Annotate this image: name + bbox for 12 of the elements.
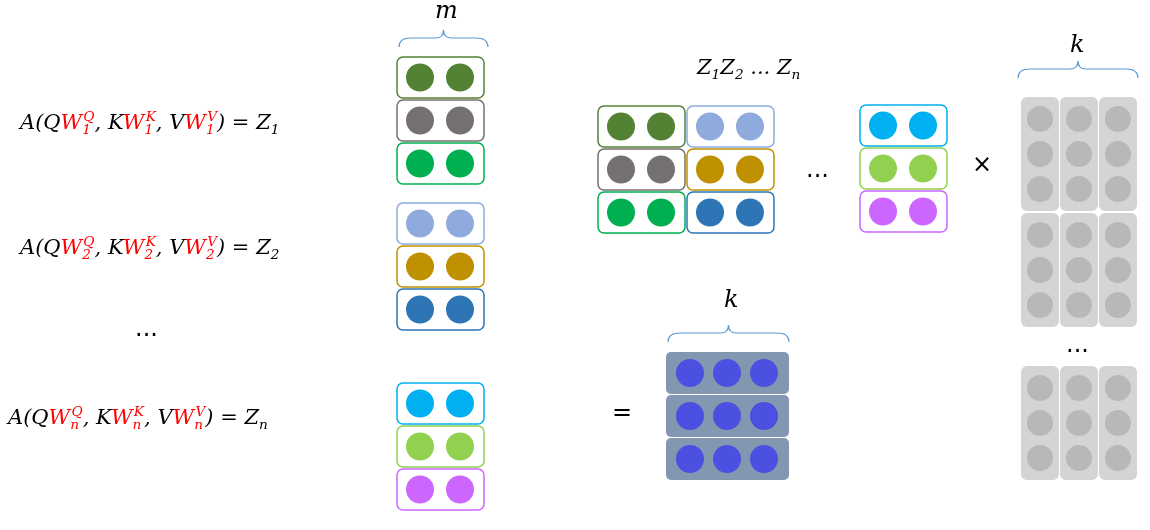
ellipsis: ... bbox=[135, 314, 158, 343]
dimension-label: k bbox=[1070, 30, 1085, 59]
ellipsis: ... bbox=[806, 155, 829, 184]
ellipsis: ... bbox=[1066, 330, 1089, 359]
equation: A(QW$_{2}$$^{Q}$, KW$_{2}$$^{K}$, VW$_{2}$$^{V}$) = Z$_{2}$ bbox=[20, 235, 280, 261]
dimension-label: k bbox=[724, 285, 739, 314]
operator-symbol: = bbox=[612, 398, 633, 427]
equation: Z$_{1}$Z$_{2}$ ... Z$_{n}$ bbox=[697, 55, 801, 81]
equation: A(QW$_{1}$$^{Q}$, KW$_{1}$$^{K}$, VW$_{1}$$^{V}$) = Z$_{1}$ bbox=[20, 110, 280, 136]
dimension-label: m bbox=[435, 0, 458, 25]
operator-symbol: × bbox=[972, 150, 993, 179]
equation: A(QW$_{n}$$^{Q}$, KW$_{n}$$^{K}$, VW$_{n}$$^{V}$) = Z$_{n}$ bbox=[8, 405, 268, 431]
